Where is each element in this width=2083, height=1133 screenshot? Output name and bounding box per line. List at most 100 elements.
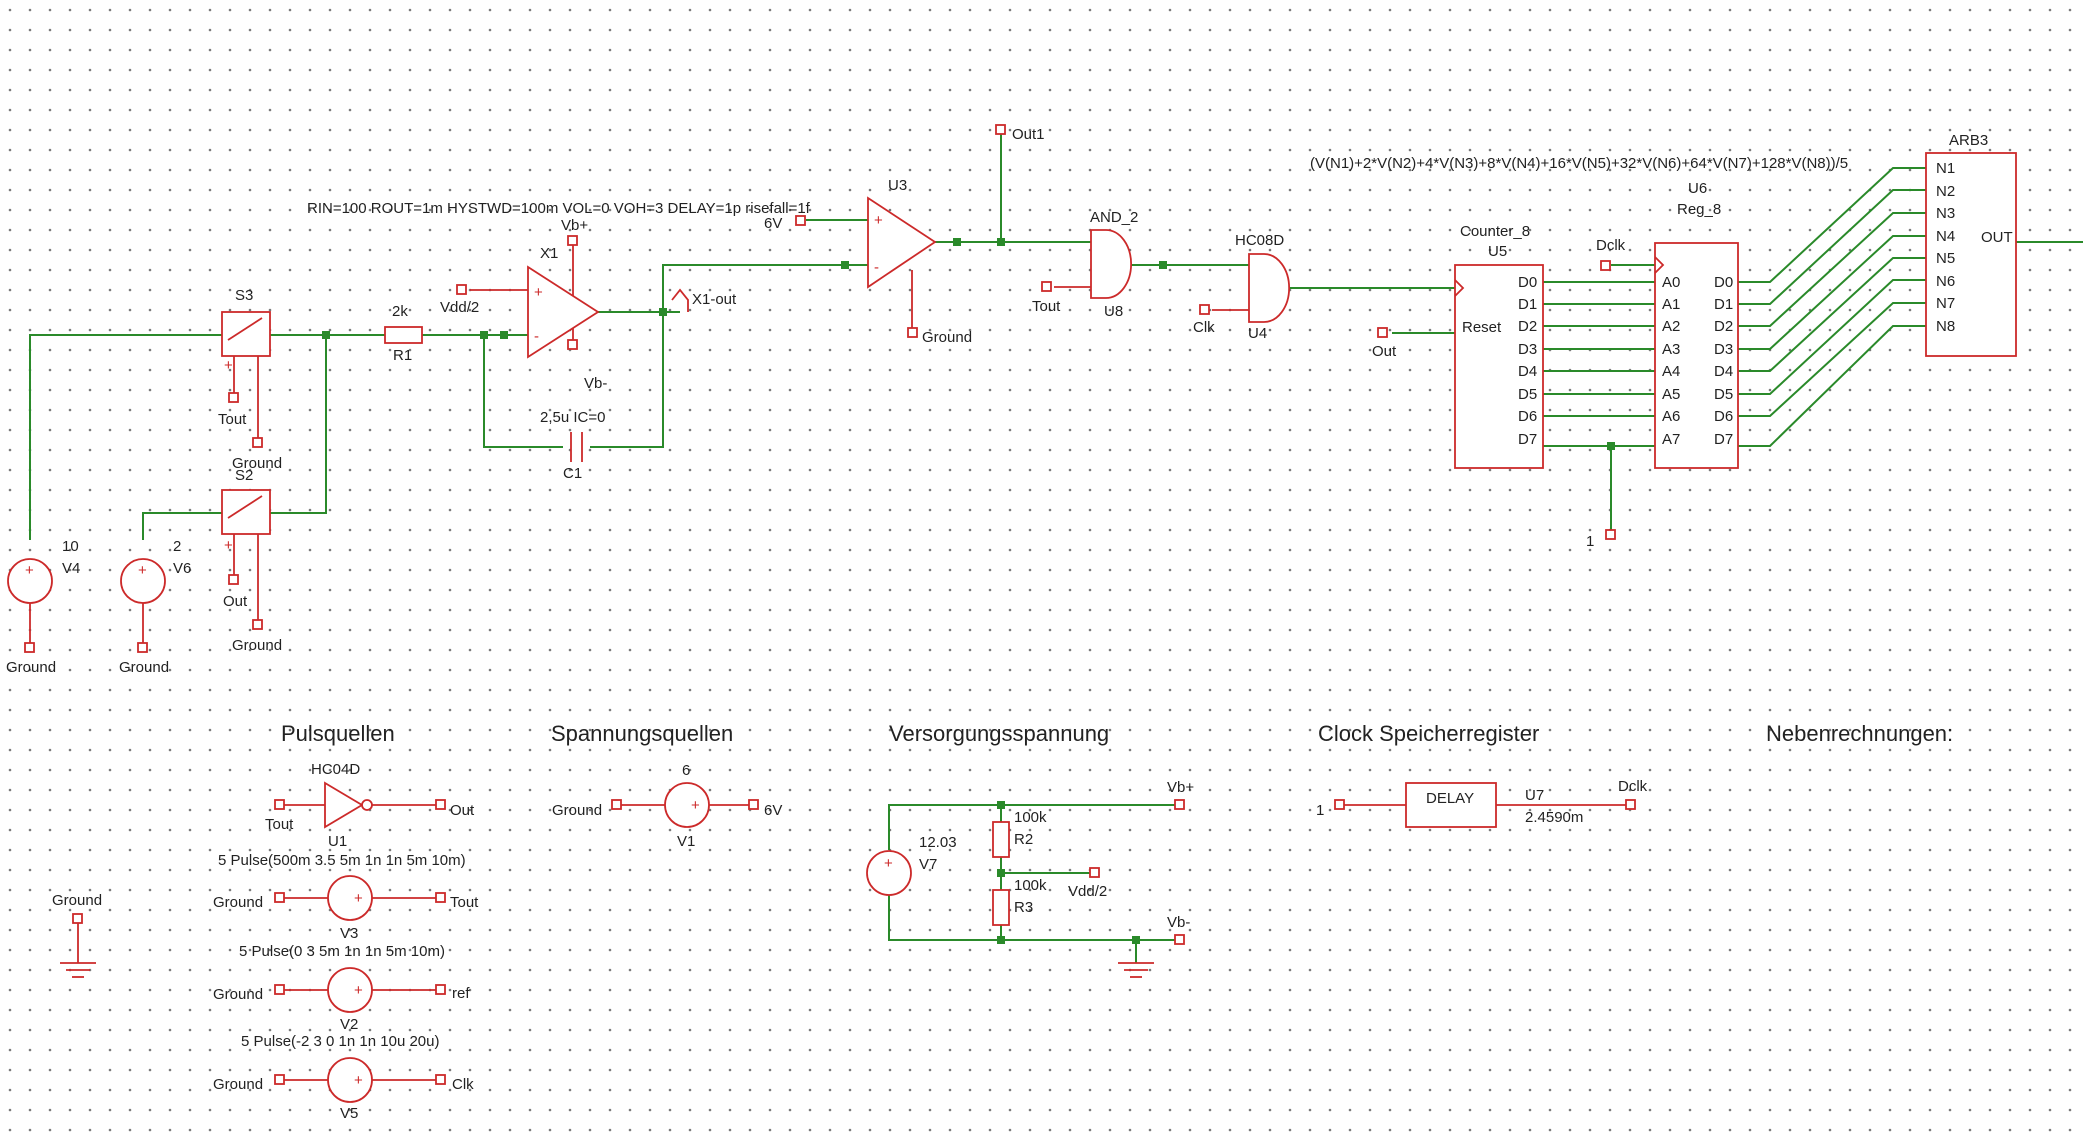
counter-pin-d2: D2 [1518,318,1537,335]
section-title-pulse: Pulsquellen [281,721,395,746]
arb-out-label: OUT [1981,229,2013,246]
svg-text:+: + [691,797,700,814]
register-u6[interactable]: Dclk Reg_8 U6 A0 A1 A2 A3 A4 A5 A6 A7 D0… [1596,180,1739,469]
reg-pin-d0: D0 [1714,274,1733,291]
reg-pin-d3: D3 [1714,341,1733,358]
comparator-params: RIN=100 ROUT=1m HYSTWD=100m VOL=0 VOH=3 … [307,200,811,217]
arb-pin-n6: N6 [1936,273,1955,290]
resistor-r1[interactable]: 2k R1 [384,303,423,364]
supply-vbp-label: Vb+ [1167,779,1194,796]
supply-wires [888,801,1175,963]
constant-one-label: 1 [1586,533,1594,550]
pulse-source-v3[interactable]: 5 Pulse(500m 3.5 5m 1n 1n 5m 10m) + Grou… [213,852,479,942]
r1-label: R1 [393,347,412,364]
c1-value: 2,5u IC=0 [540,409,605,426]
v3-ground-label: Ground [213,894,263,911]
opamp-x1[interactable]: + - X1 Vb+ Vb- Vdd/2 [440,217,607,392]
resistor-r3[interactable]: 100k R3 [992,877,1047,926]
arb-expression: (V(N1)+2*V(N2)+4*V(N3)+8*V(N4)+16*V(N5)+… [1310,155,1848,172]
v4-value: 10 [62,538,79,555]
voltage-source-v7[interactable]: + 12.03 V7 [866,834,957,896]
counter-pin-d6: D6 [1518,408,1537,425]
reg-pin-a7: A7 [1662,431,1680,448]
switch-s3[interactable]: + S3 Tout Ground [218,287,282,472]
u1-label: U1 [328,833,347,850]
v2-spec: 5 Pulse(0 3 5m 1n 1n 5m 10m) [239,943,445,960]
reg-label: Reg_8 [1677,201,1721,218]
pulse-source-v2[interactable]: 5 Pulse(0 3 5m 1n 1n 5m 10m) + Ground V2… [213,943,470,1033]
reg-pin-a3: A3 [1662,341,1680,358]
u5-label: U5 [1488,243,1507,260]
s3-tout-label: Tout [218,411,247,428]
arb-pin-n2: N2 [1936,183,1955,200]
x1-out-label: X1-out [692,291,737,308]
diagonal-bus [1738,167,1926,447]
s2-out-label: Out [223,593,248,610]
section-title-clock: Clock Speicherregister [1318,721,1539,746]
x1-vdd2-label: Vdd/2 [440,299,479,316]
delay-u7[interactable]: 1 DELAY U7 2.4590m Dclk [1316,778,1648,828]
wires [29,130,2083,540]
counter-label: Counter_8 [1460,223,1530,240]
v5-ground-label: Ground [213,1076,263,1093]
out1-label: Out1 [1012,126,1045,143]
resistor-r2[interactable]: 100k R2 [992,809,1047,858]
supply-vbm-label: Vb- [1167,914,1190,931]
svg-text:+: + [354,982,363,999]
counter-pins: D0 D1 D2 D3 D4 D5 D6 D7 [1518,274,1537,448]
switch-s2[interactable]: + S2 Out Ground [221,467,282,654]
constant-one-terminal[interactable]: 1 [1586,529,1616,550]
junctions [322,238,1615,450]
reg-pin-a4: A4 [1662,363,1680,380]
ground-symbol-label: Ground [52,892,102,909]
counter-pin-d0: D0 [1518,274,1537,291]
svg-text:+: + [874,212,883,229]
and-gate-u4[interactable]: HC08D U4 Clk [1193,232,1291,342]
v1-value: 6 [682,762,690,779]
supply-ground-symbol [1118,962,1154,978]
u8-label: U8 [1104,303,1123,320]
supply-terminals[interactable]: Vb+ Vdd/2 Vb- [1068,779,1194,945]
comparator-u3[interactable]: + - U3 6V Ground [764,177,972,346]
voltage-source-v4[interactable]: + 10 V4 Ground [6,538,80,676]
v2-label: V2 [340,1016,358,1033]
section-title-voltage: Spannungsquellen [551,721,733,746]
delay-label: DELAY [1426,790,1474,807]
reg-pin-a2: A2 [1662,318,1680,335]
u8-tout-label: Tout [1032,298,1061,315]
v4-label: V4 [62,560,80,577]
voltage-source-v6[interactable]: + 2 V6 Ground [119,538,191,676]
arb-block[interactable]: ARB3 OUT N1 N2 N3 N4 N5 N6 N7 N8 [1925,132,2017,357]
v2-out-label: ref [452,985,470,1002]
counter-reset-label: Reset [1462,319,1502,336]
section-title-aux: Nebenrechnungen: [1766,721,1953,746]
capacitor-c1[interactable]: 2,5u IC=0 C1 [540,409,605,482]
counter-pin-d7: D7 [1518,431,1537,448]
u1-out-label: Out [450,802,475,819]
ground-symbol[interactable]: Ground [52,892,102,978]
arb-pin-n3: N3 [1936,205,1955,222]
clock-dclk-label: Dclk [1618,778,1648,795]
svg-text:+: + [884,855,893,872]
counter-out-label: Out [1372,343,1397,360]
v5-out-label: Clk [452,1076,474,1093]
v6-value: 2 [173,538,181,555]
and-gate-u8[interactable]: AND_2 U8 Tout [1032,209,1138,320]
svg-text:+: + [354,1072,363,1089]
arb-pin-n5: N5 [1936,250,1955,267]
arb-label: ARB3 [1949,132,1988,149]
x1-vbp-label: Vb+ [561,217,588,234]
inverter-u1[interactable]: HC04D Tout U1 Out [265,761,475,850]
s2-ground-label: Ground [232,637,282,654]
reg-pin-a0: A0 [1662,274,1680,291]
arb-pin-n4: N4 [1936,228,1955,245]
v3-label: V3 [340,925,358,942]
voltage-source-v1[interactable]: 6 Ground + V1 6V [552,762,782,850]
clock-in-label: 1 [1316,802,1324,819]
x1-out-probe[interactable]: X1-out [671,288,737,312]
counter-u5[interactable]: Reset Counter_8 U5 Out D0 D1 D2 D3 D4 D5… [1372,223,1544,469]
out1-terminal[interactable]: Out1 [995,124,1045,143]
pulse-source-v5[interactable]: 5 Pulse(-2 3 0 1n 1n 10u 20u) + Ground V… [213,1033,474,1122]
